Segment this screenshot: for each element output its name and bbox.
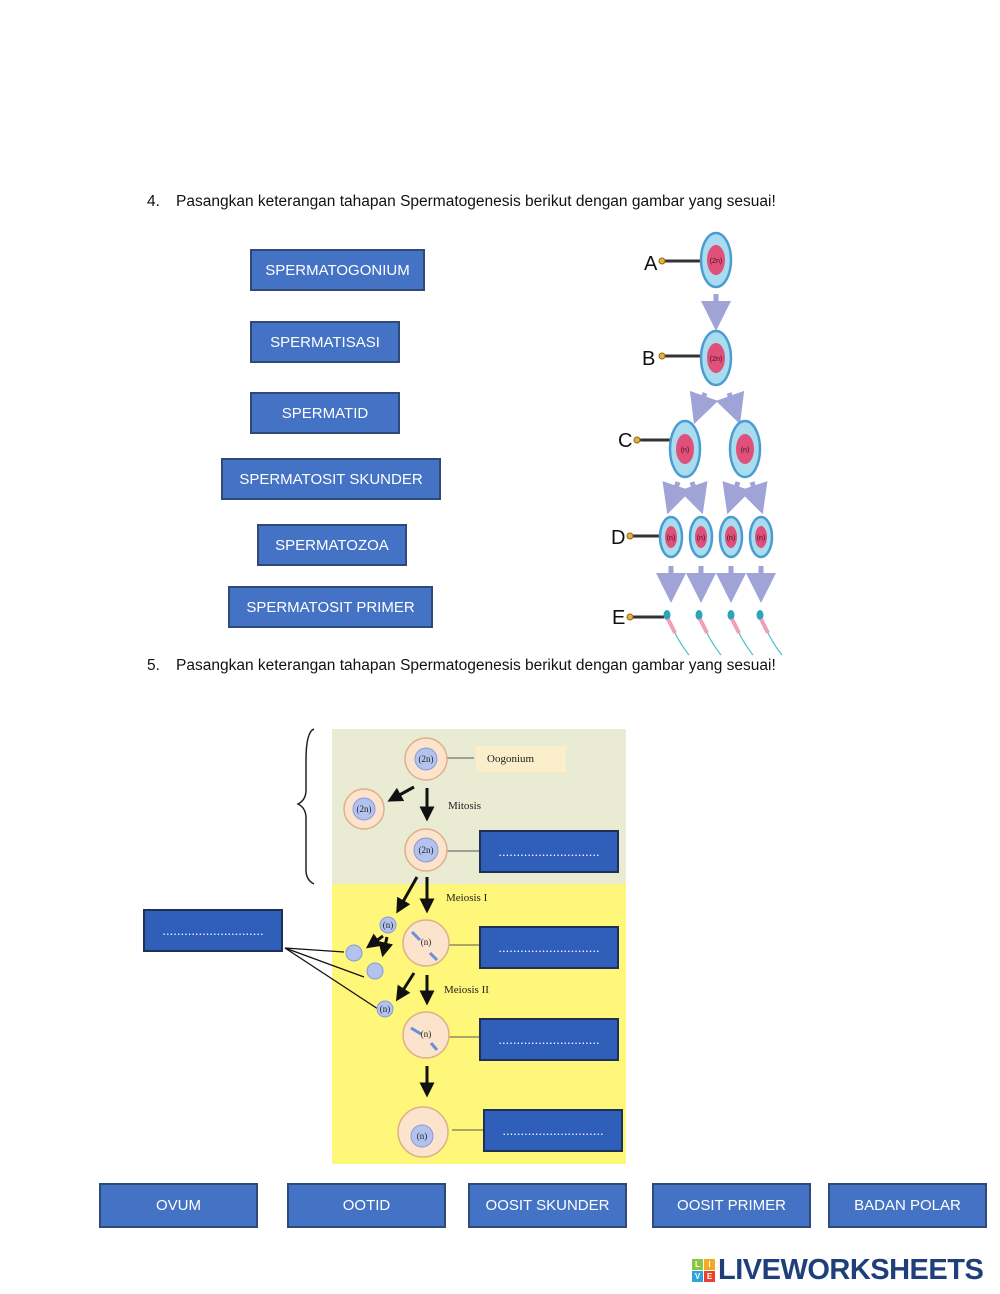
ploidy-label: (n) <box>383 920 394 930</box>
ploidy-label: (n) <box>417 1131 428 1141</box>
option-spermatogonium[interactable]: SPERMATOGONIUM <box>250 249 425 291</box>
option-spermatisasi[interactable]: SPERMATISASI <box>250 321 400 363</box>
logo-letter: E <box>704 1271 715 1282</box>
logo-icon: L I V E <box>692 1259 715 1282</box>
ploidy-label: (n) <box>421 937 432 947</box>
label-c: C <box>618 430 632 452</box>
drop-zone-2[interactable]: ............................ <box>479 926 619 969</box>
logo-text: LIVEWORKSHEETS <box>718 1254 984 1286</box>
ploidy-label: (n) <box>727 535 736 542</box>
label-b: B <box>642 348 655 370</box>
logo-letter: I <box>704 1259 715 1270</box>
drop-zone-3[interactable]: ............................ <box>479 1018 619 1061</box>
ploidy-label: (n) <box>757 535 766 542</box>
option-oosit-skunder[interactable]: OOSIT SKUNDER <box>468 1183 627 1228</box>
question-number: 5. <box>147 657 160 674</box>
ploidy-label: (n) <box>681 447 690 454</box>
meiosis-1-label: Meiosis I <box>446 892 488 904</box>
option-badan-polar[interactable]: BADAN POLAR <box>828 1183 987 1228</box>
option-ootid[interactable]: OOTID <box>287 1183 446 1228</box>
ploidy-label: (2n) <box>419 754 434 764</box>
ploidy-label: (n) <box>697 535 706 542</box>
question-text: Pasangkan keterangan tahapan Spermatogen… <box>176 193 776 210</box>
sperm-icons <box>663 610 783 656</box>
ploidy-label: (2n) <box>710 258 722 265</box>
ploidy-label: (2n) <box>710 356 722 363</box>
drop-zone-1[interactable]: ............................ <box>479 830 619 873</box>
liveworksheets-logo: L I V E LIVEWORKSHEETS <box>692 1254 984 1287</box>
ploidy-label: (2n) <box>419 845 434 855</box>
option-ovum[interactable]: OVUM <box>99 1183 258 1228</box>
label-a: A <box>644 253 658 275</box>
question-text: Pasangkan keterangan tahapan Spermatogen… <box>176 657 776 674</box>
ploidy-label: (n) <box>741 447 750 454</box>
meiosis-2-label: Meiosis II <box>444 984 489 996</box>
option-spermatosit-skunder[interactable]: SPERMATOSIT SKUNDER <box>221 458 441 500</box>
ploidy-label: (n) <box>380 1004 391 1014</box>
question-number: 4. <box>147 193 160 210</box>
oogonium-label: Oogonium <box>487 753 535 765</box>
option-oosit-primer[interactable]: OOSIT PRIMER <box>652 1183 811 1228</box>
logo-letter: L <box>692 1259 703 1270</box>
ploidy-label: (n) <box>667 535 676 542</box>
label-e: E <box>612 607 625 629</box>
option-spermatozoa[interactable]: SPERMATOZOA <box>257 524 407 566</box>
question-5: 5. Pasangkan keterangan tahapan Spermatog… <box>147 657 776 675</box>
label-d: D <box>611 527 625 549</box>
question-4: 4. Pasangkan keterangan tahapan Spermatog… <box>147 193 776 211</box>
drop-zone-polar[interactable]: ............................ <box>143 909 283 952</box>
mitosis-label: Mitosis <box>448 800 481 812</box>
ploidy-label: (2n) <box>357 804 372 814</box>
option-spermatid[interactable]: SPERMATID <box>250 392 400 434</box>
drop-zone-4[interactable]: ............................ <box>483 1109 623 1152</box>
logo-letter: V <box>692 1271 703 1282</box>
ploidy-label: (n) <box>421 1029 432 1039</box>
option-spermatosit-primer[interactable]: SPERMATOSIT PRIMER <box>228 586 433 628</box>
